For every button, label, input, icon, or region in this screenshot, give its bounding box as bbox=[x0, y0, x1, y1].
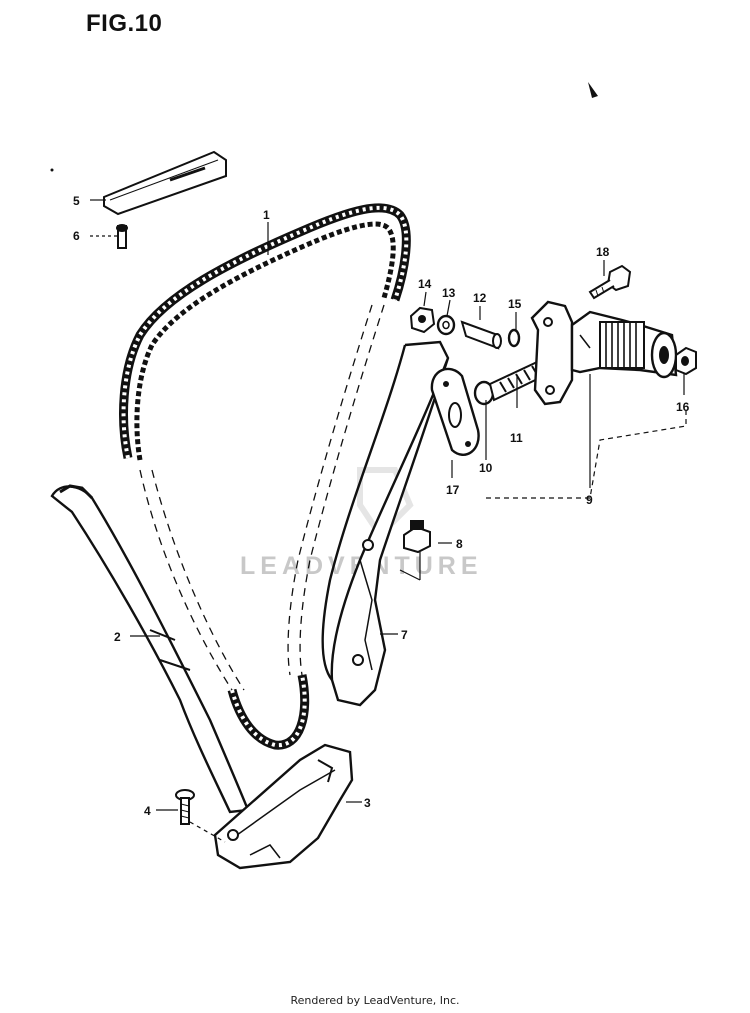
callout-14: 14 bbox=[418, 277, 432, 291]
callout-16: 16 bbox=[676, 400, 690, 414]
guide-bracket-part bbox=[213, 743, 354, 870]
callout-13: 13 bbox=[442, 286, 456, 300]
stray-dot bbox=[50, 168, 54, 172]
watermark-logo bbox=[357, 467, 414, 540]
callout-labels: 1 2 3 4 5 6 7 8 9 10 11 12 13 14 15 16 1… bbox=[73, 194, 690, 818]
callout-10: 10 bbox=[479, 461, 493, 475]
tensioner-guide-part bbox=[321, 340, 450, 707]
callout-1: 1 bbox=[263, 208, 270, 222]
gasket-part bbox=[430, 367, 480, 456]
callout-5: 5 bbox=[73, 194, 80, 208]
bracket-bolt-part bbox=[175, 789, 226, 843]
tensioner-guide-bolt-part bbox=[399, 520, 431, 581]
callout-8: 8 bbox=[456, 537, 463, 551]
chain-guide-rear-part bbox=[50, 484, 250, 814]
spring-pin-part bbox=[460, 320, 502, 350]
figure-title: FIG.10 bbox=[86, 10, 163, 37]
callout-6: 6 bbox=[73, 229, 80, 243]
callout-15: 15 bbox=[508, 297, 522, 311]
callout-18: 18 bbox=[596, 245, 610, 259]
callout-3: 3 bbox=[364, 796, 371, 810]
o-ring-part bbox=[507, 328, 521, 348]
guide-bolt-part bbox=[116, 224, 128, 249]
nut-part bbox=[409, 306, 436, 334]
tensioner-assembly-part bbox=[530, 300, 678, 406]
callout-9: 9 bbox=[586, 493, 593, 507]
tensioner-bolt-part bbox=[588, 264, 632, 300]
callout-17: 17 bbox=[446, 483, 460, 497]
callout-12: 12 bbox=[473, 291, 487, 305]
callout-11: 11 bbox=[510, 431, 523, 445]
stray-mark bbox=[588, 82, 598, 98]
lock-nut-part bbox=[675, 346, 697, 376]
chain-guide-top-part bbox=[103, 150, 227, 216]
washer-part bbox=[436, 314, 456, 336]
cam-chain-part bbox=[119, 203, 411, 750]
footer-credit: Rendered by LeadVenture, Inc. bbox=[290, 994, 460, 1007]
callout-4: 4 bbox=[144, 804, 151, 818]
callout-7: 7 bbox=[401, 628, 408, 642]
callout-2: 2 bbox=[114, 630, 121, 644]
leader-lines bbox=[90, 199, 687, 811]
